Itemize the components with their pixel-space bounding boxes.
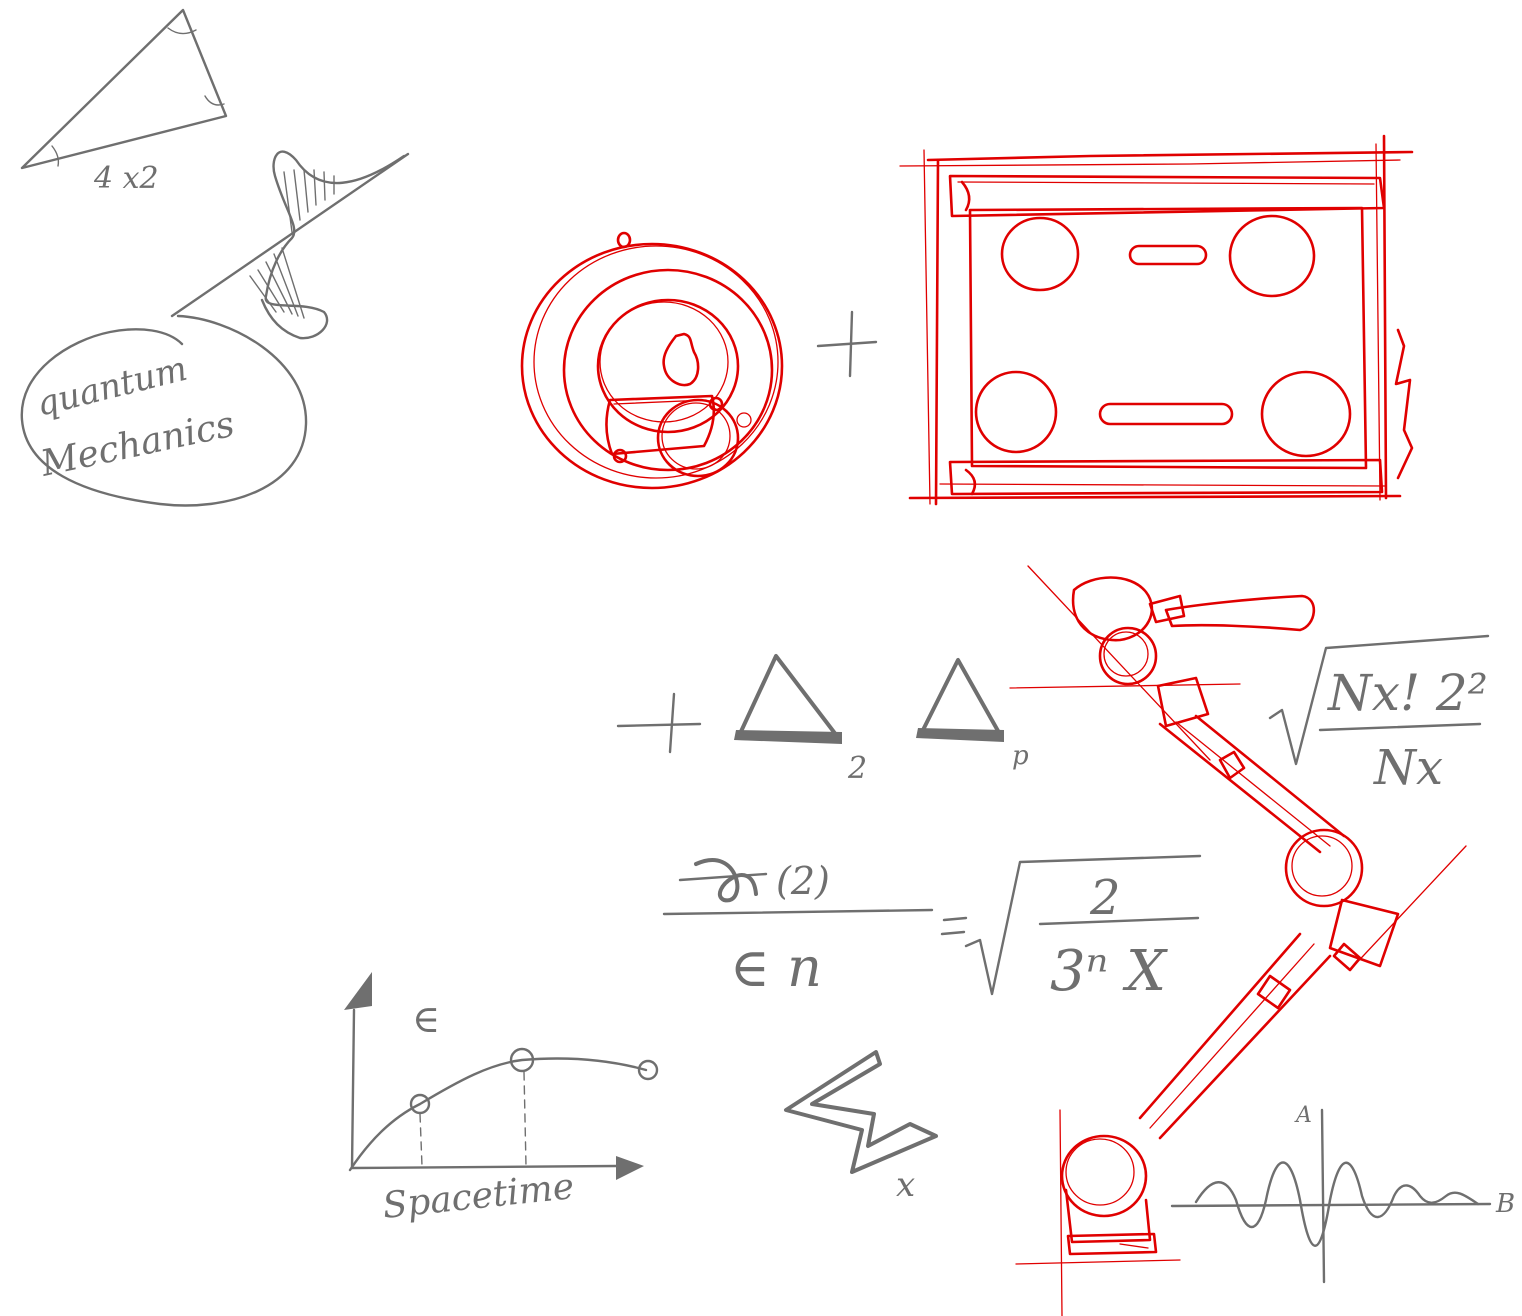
delta-subscript-1: 2: [847, 751, 867, 786]
sqrt-numerator: Nx! 2²: [1327, 664, 1488, 722]
wave-axis-a: A: [1294, 1103, 1312, 1128]
sketch-zigzag: x: [786, 1052, 936, 1205]
sketch-graph: ∈ Spacetime: [344, 972, 657, 1227]
quantum-mechanics-bubble: quantum Mechanics: [22, 316, 306, 505]
sqrt-expression: Nx! 2² Nx: [1270, 636, 1488, 796]
angle-note: 4 x2: [93, 161, 159, 196]
plus-sign-1: [818, 312, 876, 376]
zigzag-subscript: x: [896, 1165, 915, 1205]
delta-subscript-2: p: [1012, 741, 1029, 771]
sketch-round-part: [522, 233, 782, 488]
quantum-label: quantum: [33, 349, 192, 425]
graph-epsilon: ∈: [412, 997, 440, 1041]
fraction-numerator: (2): [776, 859, 830, 903]
sketch-triangle: 4 x2: [22, 10, 226, 196]
delta-expression: 2 p: [618, 656, 1029, 786]
fraction-denominator: ∈ n: [730, 936, 822, 999]
rhs-denominator: 3ⁿ X: [1050, 939, 1168, 1004]
sketch-wave-packet: [172, 152, 408, 339]
graph-xaxis-label: Spacetime: [381, 1166, 576, 1227]
sqrt-denominator: Nx: [1373, 740, 1443, 796]
sketch-plate: [900, 136, 1412, 504]
sketch-signal-wave: A B: [1172, 1103, 1515, 1282]
wave-axis-b: B: [1495, 1189, 1515, 1219]
rhs-numerator: 2: [1089, 870, 1121, 926]
fraction-expression: (2) ∈ n 2 3ⁿ X: [664, 856, 1200, 1004]
